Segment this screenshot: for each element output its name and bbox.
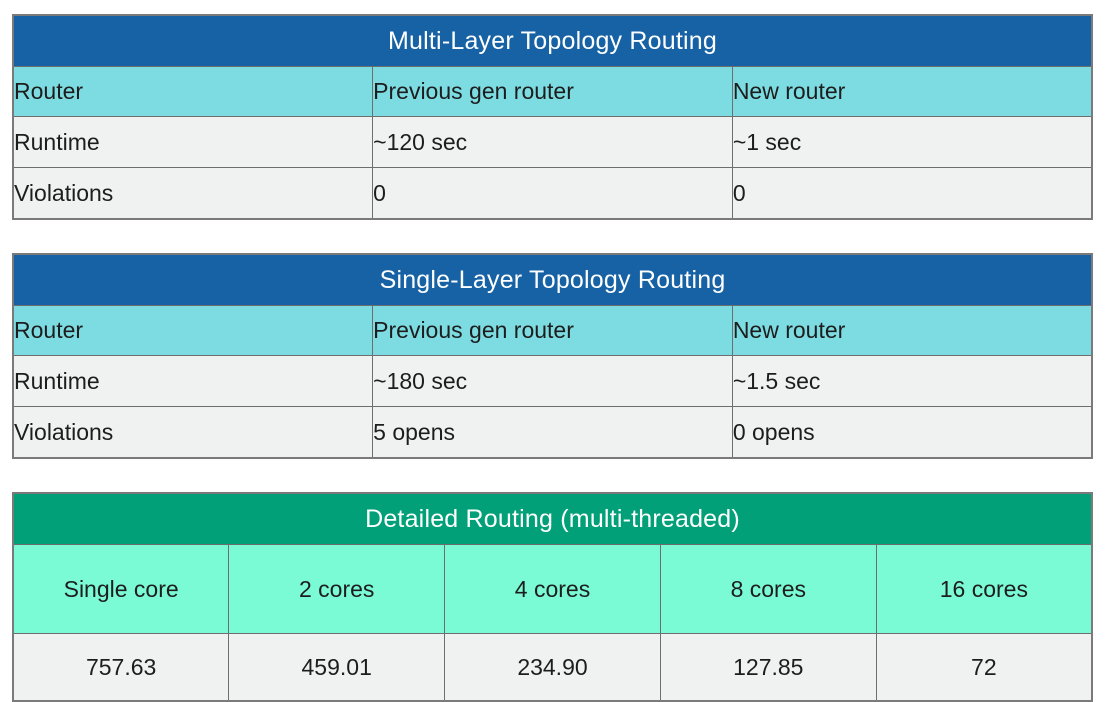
cell-runtime-8-cores: 127.85: [659, 633, 877, 702]
table-detailed-routing-multi-threaded: Detailed Routing (multi-threaded) Single…: [12, 492, 1093, 702]
row-label-runtime: Runtime: [12, 116, 374, 168]
table-title-row: Single-Layer Topology Routing: [12, 253, 1093, 306]
table-title-row: Multi-Layer Topology Routing: [12, 14, 1093, 67]
column-header-new-router: New router: [731, 305, 1093, 356]
cell-violations-new: 0 opens: [731, 406, 1093, 459]
cell-runtime-2-cores: 459.01: [228, 633, 446, 702]
data-table: Detailed Routing (multi-threaded) Single…: [12, 492, 1093, 702]
cell-violations-previous: 0: [372, 167, 733, 220]
cell-runtime-new: ~1 sec: [731, 116, 1093, 168]
table-header-row: Single core 2 cores 4 cores 8 cores 16 c…: [12, 544, 1093, 634]
table-row: 757.63 459.01 234.90 127.85 72: [12, 633, 1093, 702]
cell-runtime-16-cores: 72: [875, 633, 1093, 702]
column-header-2-cores: 2 cores: [228, 544, 446, 634]
cell-runtime-4-cores: 234.90: [444, 633, 661, 702]
cell-violations-new: 0: [731, 167, 1093, 220]
column-header-previous-gen-router: Previous gen router: [372, 305, 733, 356]
column-header-new-router: New router: [731, 66, 1093, 117]
table-title: Multi-Layer Topology Routing: [12, 14, 1093, 67]
row-label-runtime: Runtime: [12, 355, 374, 407]
column-header-8-cores: 8 cores: [659, 544, 877, 634]
table-header-row: Router Previous gen router New router: [12, 66, 1093, 117]
table-row: Runtime ~120 sec ~1 sec: [12, 116, 1093, 168]
table-multi-layer-topology-routing: Multi-Layer Topology Routing Router Prev…: [12, 14, 1093, 220]
cell-runtime-previous: ~120 sec: [372, 116, 733, 168]
row-label-violations: Violations: [12, 406, 374, 459]
table-header-row: Router Previous gen router New router: [12, 305, 1093, 356]
table-title: Single-Layer Topology Routing: [12, 253, 1093, 306]
column-header-router: Router: [12, 66, 374, 117]
column-header-previous-gen-router: Previous gen router: [372, 66, 733, 117]
table-row: Violations 0 0: [12, 167, 1093, 220]
table-title: Detailed Routing (multi-threaded): [12, 492, 1093, 545]
table-single-layer-topology-routing: Single-Layer Topology Routing Router Pre…: [12, 253, 1093, 459]
data-table: Single-Layer Topology Routing Router Pre…: [12, 253, 1093, 459]
column-header-router: Router: [12, 305, 374, 356]
table-title-row: Detailed Routing (multi-threaded): [12, 492, 1093, 545]
row-label-violations: Violations: [12, 167, 374, 220]
column-header-16-cores: 16 cores: [875, 544, 1093, 634]
table-row: Violations 5 opens 0 opens: [12, 406, 1093, 459]
column-header-single-core: Single core: [12, 544, 230, 634]
column-header-4-cores: 4 cores: [444, 544, 661, 634]
cell-runtime-single-core: 757.63: [12, 633, 230, 702]
cell-runtime-previous: ~180 sec: [372, 355, 733, 407]
data-table: Multi-Layer Topology Routing Router Prev…: [12, 14, 1093, 220]
cell-violations-previous: 5 opens: [372, 406, 733, 459]
table-row: Runtime ~180 sec ~1.5 sec: [12, 355, 1093, 407]
cell-runtime-new: ~1.5 sec: [731, 355, 1093, 407]
